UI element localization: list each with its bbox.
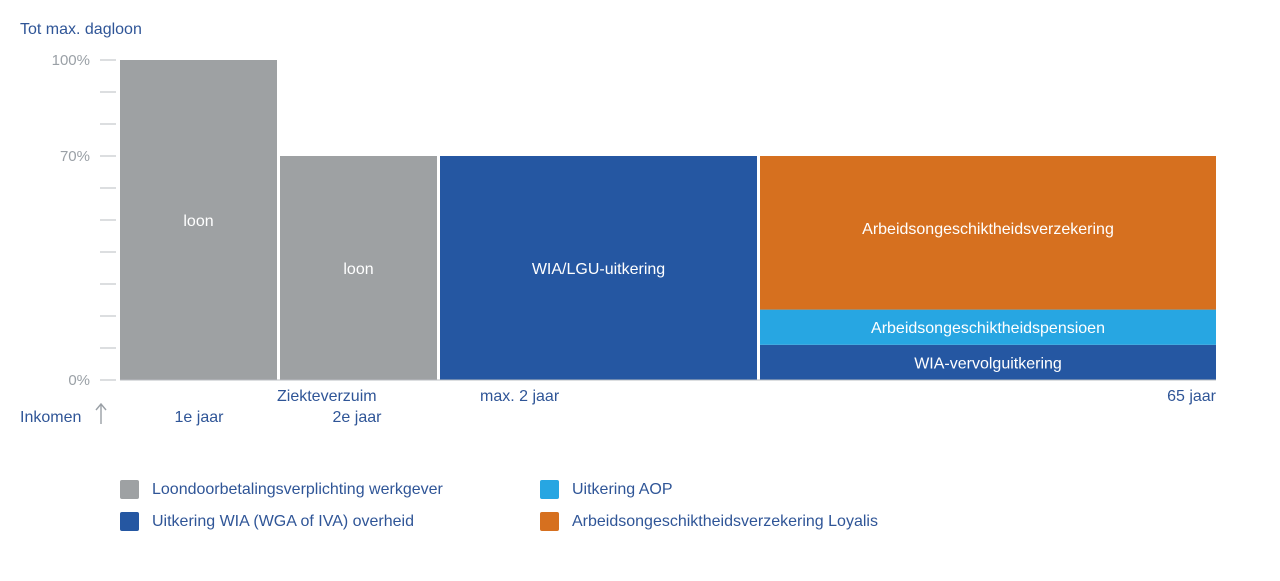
legend-swatch (120, 480, 139, 499)
legend-label: Loondoorbetalingsverplichting werkgever (152, 480, 443, 498)
bar-label: WIA-vervolguitkering (914, 355, 1062, 372)
bar-block (760, 156, 1216, 310)
bar-label: WIA/LGU-uitkering (532, 261, 665, 278)
bar-label: loon (183, 213, 213, 230)
legend-item: Uitkering WIA (WGA of IVA) overheid (120, 512, 414, 531)
x-tick-label: max. 2 jaar (480, 388, 560, 405)
y-tick-label: 100% (52, 52, 90, 69)
legend-item: Loondoorbetalingsverplichting werkgever (120, 480, 443, 499)
legend-swatch (120, 512, 139, 531)
legend-label: Uitkering AOP (572, 480, 673, 498)
x-axis-title: Inkomen (20, 409, 81, 426)
y-axis-title: Tot max. dagloon (20, 21, 142, 38)
bar-block (120, 60, 277, 380)
legend-swatch (540, 512, 559, 531)
legend-label: Uitkering WIA (WGA of IVA) overheid (152, 512, 415, 530)
bar-block (760, 344, 1216, 380)
y-tick-label: 0% (68, 372, 90, 389)
bar-label: Arbeidsongeschiktheidspensioen (871, 320, 1105, 337)
x-tick-label: 2e jaar (333, 409, 383, 426)
bar-label: Arbeidsongeschiktheidsverzekering (862, 221, 1114, 238)
bar-block (280, 156, 437, 380)
bar-label: loon (343, 261, 373, 278)
bar-block (760, 309, 1216, 345)
arrow-up-icon (95, 402, 107, 424)
phase-label: Ziekteverzuim (277, 388, 377, 405)
bar-block (440, 156, 757, 380)
x-tick-label: 65 jaar (1167, 388, 1217, 405)
x-tick-label: 1e jaar (175, 409, 225, 426)
y-tick-label: 70% (60, 148, 90, 165)
legend-item: Uitkering AOP (540, 480, 672, 499)
legend-item: Arbeidsongeschiktheidsverzekering Loyali… (540, 512, 878, 531)
legend-label: Arbeidsongeschiktheidsverzekering Loyali… (572, 512, 878, 530)
legend-swatch (540, 480, 559, 499)
